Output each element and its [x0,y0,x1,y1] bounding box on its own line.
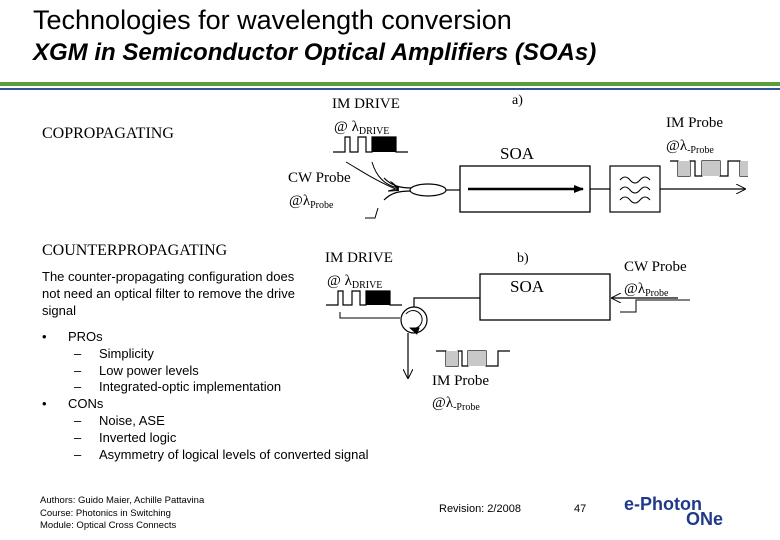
cons-subitem-text: Inverted logic [99,429,177,445]
co-im-probe-fill-2 [702,161,720,176]
counter-im-drive-label: IM DRIVE [325,250,393,266]
footer-revision: Revision: 2/2008 [439,503,521,515]
pros-subitem: – Simplicity [42,346,369,363]
page-number: 47 [574,503,587,515]
co-probe-arrow [345,161,398,190]
co-coupler-icon [409,183,447,197]
dash-marker: – [74,362,82,378]
e-photon-one-logo: e-Photon ONe [624,494,774,530]
bullet-marker: • [42,329,47,344]
co-drive-pulse-block [372,137,396,152]
dash-marker: – [74,429,82,445]
co-fiber-lower [383,190,413,201]
logo-line-2: ONe [686,509,724,529]
header-rule-green [0,82,780,86]
cons-subitem: – Inverted logic [42,430,369,447]
pros-subitem-text: Simplicity [99,345,154,361]
counterpropagating-label: COUNTERPROPAGATING [42,242,228,259]
copropagating-diagram: IM DRIVE a) @ λDRIVE CW Probe @λProbe SO… [288,93,748,219]
co-cw-probe-label: CW Probe [288,170,351,186]
counter-soa-box [479,273,611,321]
cons-item: • CONs [42,396,369,413]
cons-subitem-text: Asymmetry of logical levels of converted… [99,446,369,462]
co-soa-label: SOA [500,144,535,163]
pros-subitem-text: Integrated-optic implementation [99,379,282,395]
pros-subitem: – Low power levels [42,363,369,380]
co-drive-pulse-icon [333,136,408,153]
co-im-probe-label: IM Probe [666,115,723,131]
co-drive-wavelength: @ λDRIVE [334,119,389,137]
footer-authors: Authors: Guido Maier, Achille Pattavina [40,495,205,506]
co-cw-probe-icon [365,207,379,219]
counter-fiber-up [413,297,427,307]
dash-marker: – [74,446,82,462]
counter-drive-pulse-block [366,291,390,305]
counter-cw-probe-wavelength: @λProbe [624,281,669,299]
counter-im-probe-label: IM Probe [432,373,489,389]
counter-im-probe-fill-2 [468,351,486,366]
counter-circulator-arrow [405,310,423,335]
co-panel-label: a) [512,93,523,108]
header-rule-blue [0,88,780,90]
counter-cw-probe-icon [620,299,690,313]
title-line-1: Technologies for wavelength conversion [33,5,512,35]
dash-marker: – [74,345,82,361]
co-im-probe-wavelength: @λ-Probe [666,138,714,156]
co-im-drive-label: IM DRIVE [332,96,400,112]
pros-cons-list: • PROs – Simplicity – Low power levels – Int… [42,329,369,463]
footer-credits: Authors: Guido Maier, Achille Pattavina … [40,495,204,533]
cons-subitem: – Asymmetry of logical levels of converte… [42,447,369,464]
co-filter-wave-1 [619,176,651,184]
counterpropagating-diagram: IM DRIVE b) @ λDRIVE SOA CW Probe @λProb… [325,250,690,413]
co-filter-icon [609,165,661,213]
pros-label: PROs [68,329,103,344]
footer-module: Module: Optical Cross Connects [40,520,177,531]
cons-subitem: – Noise, ASE [42,413,369,430]
counter-drive-path [339,312,400,319]
counter-im-probe-wavelength: @λ-Probe [432,395,480,413]
logo-line-1: e-Photon [624,494,702,514]
copropagating-label: COPROPAGATING [42,125,174,142]
counter-panel-label: b) [517,251,529,266]
dash-marker: – [74,379,82,395]
cons-label: CONs [68,396,104,412]
co-fiber-upper [383,177,413,189]
pros-item: • PROs [42,329,369,346]
co-filter-wave-2 [619,186,651,194]
counter-soa-label: SOA [510,277,545,296]
cons-subitem-text: Noise, ASE [99,412,165,428]
pros-subitem-text: Low power levels [99,362,199,378]
pros-subitem: – Integrated-optic implementation [42,379,369,396]
counter-im-probe-fill-1 [446,351,458,366]
title-line-2: XGM in Semiconductor Optical Amplifiers … [33,39,597,66]
co-im-probe-fill-1 [678,161,690,176]
counter-cw-probe-label: CW Probe [624,259,687,275]
dash-marker: – [74,412,82,428]
co-filter-wave-3 [619,196,651,204]
co-im-probe-fill-3 [740,161,748,176]
footer-course: Course: Photonics in Switching [40,507,171,519]
counter-drive-wavelength: @ λDRIVE [327,273,382,291]
counter-drive-pulse-icon [326,290,402,306]
description-text: The counter-propagating configuration do… [42,269,295,318]
co-probe-wavelength: @λProbe [289,193,334,211]
bullet-marker: • [42,396,47,412]
